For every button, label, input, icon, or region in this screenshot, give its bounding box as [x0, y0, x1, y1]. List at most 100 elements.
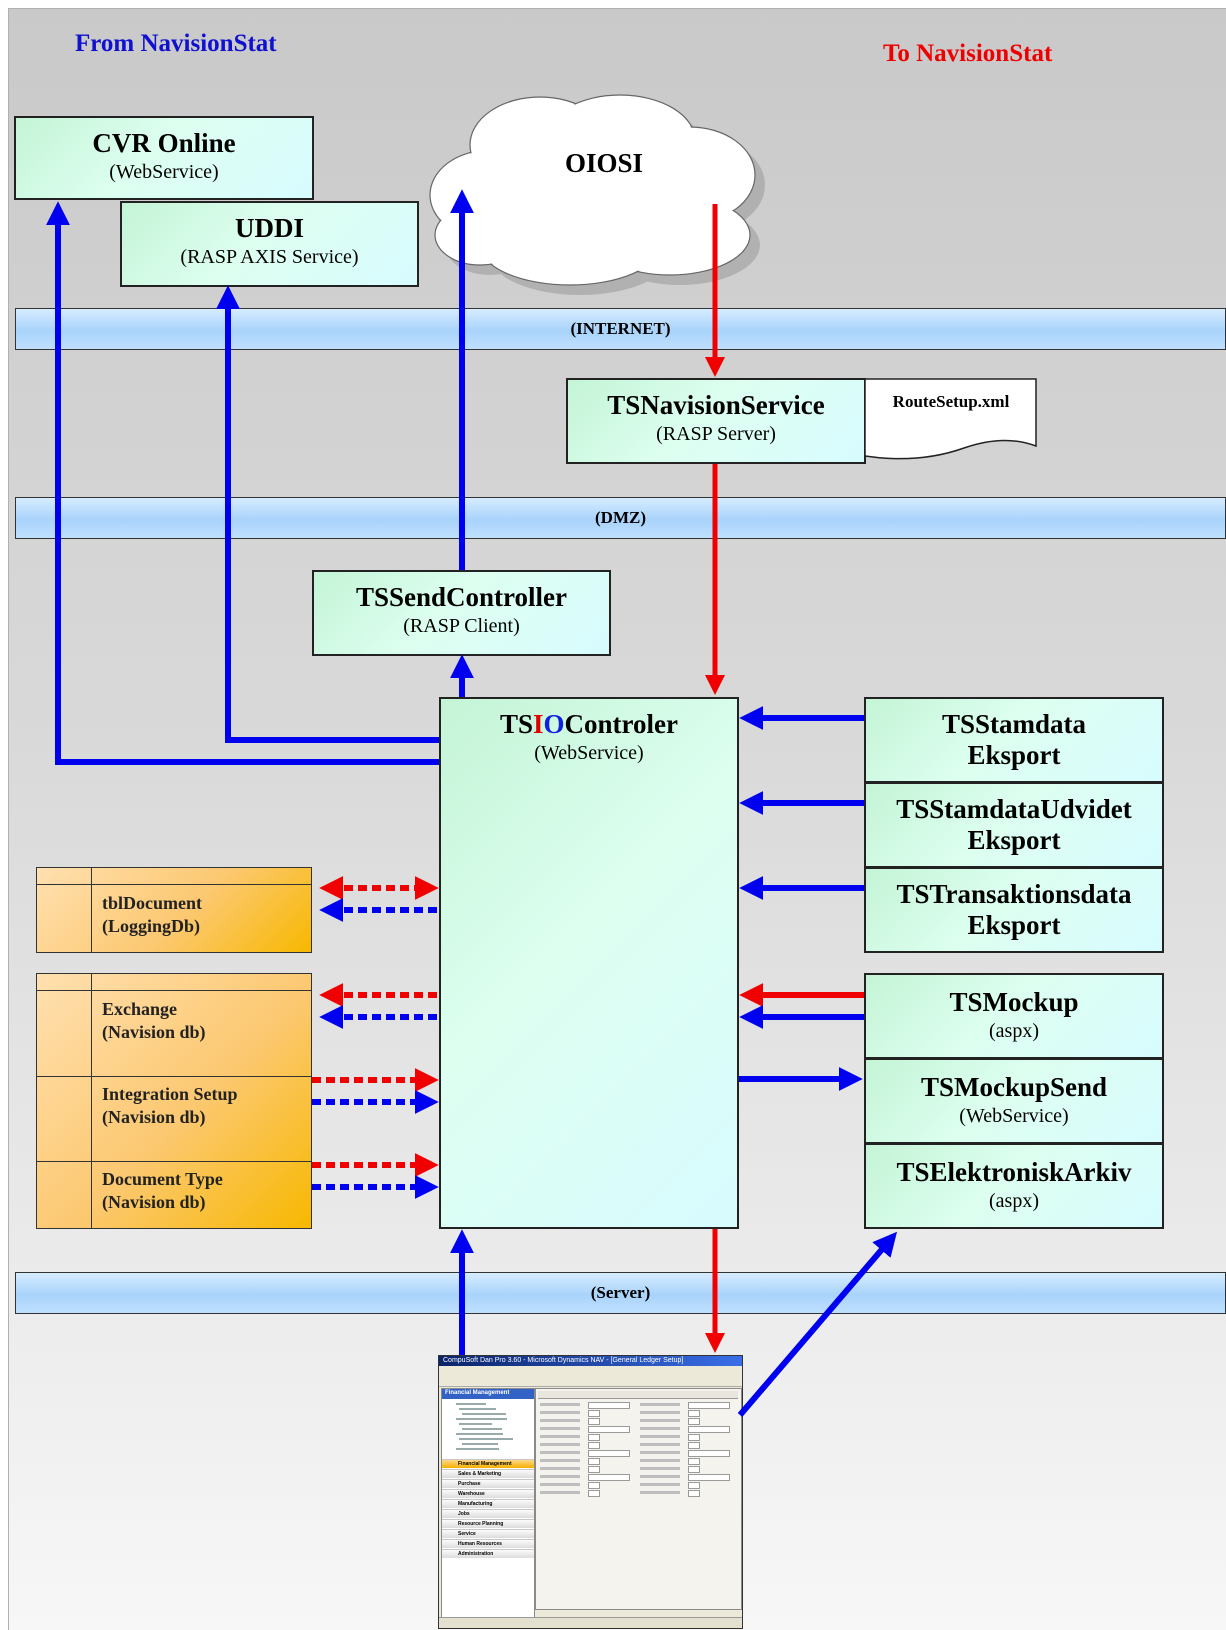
tssendcontroller-sub: (RASP Client)	[403, 615, 520, 637]
oiosi-label: OIOSI	[565, 148, 644, 178]
screenshot-field-label	[540, 1411, 580, 1414]
arrow-io-to-uddi	[216, 285, 439, 743]
screenshot-field-label	[640, 1419, 680, 1422]
screenshot-nav-item: Service	[442, 1529, 534, 1538]
routesetup-label: RouteSetup.xml	[892, 392, 1010, 411]
tsiocontroler-sub: (WebService)	[534, 742, 644, 764]
screenshot-field-label	[640, 1427, 680, 1430]
integration-setup-line2: (Navision db)	[102, 1107, 206, 1127]
tbldocument-line1: tblDocument	[102, 893, 202, 913]
screenshot-field-label	[640, 1411, 680, 1414]
internet-band: (INTERNET)	[15, 308, 1226, 350]
cvr-online-box: CVR Online (WebService)	[14, 116, 314, 200]
document-type-line1: Document Type	[102, 1169, 223, 1189]
screenshot-nav-item: Financial Management	[442, 1459, 534, 1468]
screenshot-nav-item: Manufacturing	[442, 1499, 534, 1508]
server-band-label: (Server)	[590, 1283, 651, 1302]
screenshot-field-label	[640, 1491, 680, 1494]
screenshot-tree-line	[456, 1403, 486, 1405]
tsmockup-title: TSMockup	[949, 987, 1079, 1017]
screenshot-field	[688, 1450, 730, 1457]
tselektroniskarkiv-sub: (aspx)	[989, 1190, 1039, 1212]
screenshot-field	[688, 1410, 700, 1417]
screenshot-field-label	[540, 1451, 580, 1454]
uddi-title: UDDI	[234, 213, 304, 243]
navision-screenshot: CompuSoft Dan Pro 3.60 - Microsoft Dynam…	[438, 1355, 743, 1629]
navision-db-tables: Exchange (Navision db) Integration Setup…	[36, 973, 312, 1229]
exchange-line1: Exchange	[102, 999, 178, 1019]
exchange-line2: (Navision db)	[102, 1022, 206, 1042]
screenshot-field-label	[540, 1467, 580, 1470]
tselektroniskarkiv-title: TSElektroniskArkiv	[896, 1157, 1132, 1187]
tsio-title-i: I	[533, 709, 544, 739]
screenshot-field	[588, 1458, 600, 1465]
tsmockupsend-title: TSMockupSend	[920, 1072, 1108, 1102]
screenshot-field-label	[640, 1435, 680, 1438]
screenshot-field	[688, 1434, 700, 1441]
uddi-sub: (RASP AXIS Service)	[180, 246, 359, 268]
table-column-divider	[91, 974, 92, 1228]
tsio-title-o: O	[543, 709, 565, 739]
integration-setup-line1: Integration Setup	[102, 1084, 238, 1104]
table-row-divider	[37, 1076, 311, 1077]
tsiocontroler-box: TSIOControler (WebService)	[439, 697, 739, 1229]
oiosi-cloud	[429, 94, 765, 295]
screenshot-field	[588, 1490, 600, 1497]
screenshot-field-label	[640, 1459, 680, 1462]
tstransaktionsdata-line1: TSTransaktionsdata	[896, 879, 1132, 909]
internet-band-label: (INTERNET)	[570, 319, 671, 338]
table-column-divider	[91, 868, 92, 952]
screenshot-nav-header-label: Financial Management	[445, 1390, 510, 1396]
screenshot-field	[688, 1466, 700, 1473]
tsstamdataudvidet-line2: Eksport	[967, 825, 1061, 855]
screenshot-nav-item: Administration	[442, 1549, 534, 1558]
screenshot-tree-line	[456, 1433, 503, 1435]
screenshot-nav-item: Jobs	[442, 1509, 534, 1518]
screenshot-field-label	[540, 1491, 580, 1494]
tssendcontroller-box: TSSendController (RASP Client)	[312, 570, 611, 656]
screenshot-field	[688, 1482, 700, 1489]
screenshot-nav-header: Financial Management	[442, 1389, 534, 1399]
tsstamdata-box: TSStamdata Eksport	[864, 697, 1164, 783]
screenshot-field-label	[640, 1483, 680, 1486]
tssendcontroller-title: TSSendController	[355, 582, 568, 612]
table-row-divider	[37, 1161, 311, 1162]
from-navisionstat-header: From NavisionStat	[75, 30, 277, 57]
tbldocument-line2: (LoggingDb)	[102, 916, 201, 936]
arrow-screenshot-to-arkiv	[737, 1231, 898, 1417]
screenshot-nav-item: Warehouse	[442, 1489, 534, 1498]
screenshot-field-label	[540, 1443, 580, 1446]
tsstamdata-line1: TSStamdata	[941, 709, 1087, 739]
screenshot-field	[588, 1434, 600, 1441]
tsio-title-prefix: TS	[499, 709, 533, 739]
tsstamdataudvidet-box: TSStamdataUdvidet Eksport	[864, 782, 1164, 868]
screenshot-field-label	[640, 1403, 680, 1406]
screenshot-tree-line	[456, 1448, 499, 1450]
screenshot-field-label	[540, 1419, 580, 1422]
screenshot-field	[688, 1474, 730, 1481]
tsmockupsend-box: TSMockupSend (WebService)	[864, 1058, 1164, 1144]
screenshot-field	[688, 1418, 700, 1425]
screenshot-field	[688, 1426, 730, 1433]
document-type-line2: (Navision db)	[102, 1192, 206, 1212]
table-header-divider	[37, 884, 311, 885]
screenshot-tree-line	[462, 1428, 502, 1430]
screenshot-field	[588, 1410, 600, 1417]
tsstamdataudvidet-line1: TSStamdataUdvidet	[896, 794, 1132, 824]
screenshot-field	[588, 1450, 630, 1457]
screenshot-title: CompuSoft Dan Pro 3.60 - Microsoft Dynam…	[443, 1357, 684, 1364]
screenshot-nav-item: Purchase	[442, 1479, 534, 1488]
screenshot-field-label	[540, 1459, 580, 1462]
to-navisionstat-header: To NavisionStat	[883, 40, 1053, 67]
screenshot-field	[588, 1466, 600, 1473]
screenshot-field	[588, 1402, 630, 1409]
tbldocument-table: tblDocument (LoggingDb)	[36, 867, 312, 953]
screenshot-tree-line	[459, 1423, 492, 1425]
screenshot-field	[588, 1418, 600, 1425]
screenshot-field-label	[640, 1443, 680, 1446]
cvr-online-sub: (WebService)	[109, 161, 219, 183]
screenshot-statusbar	[439, 1617, 742, 1628]
screenshot-field	[688, 1442, 700, 1449]
tsnavisionservice-sub: (RASP Server)	[656, 423, 776, 445]
